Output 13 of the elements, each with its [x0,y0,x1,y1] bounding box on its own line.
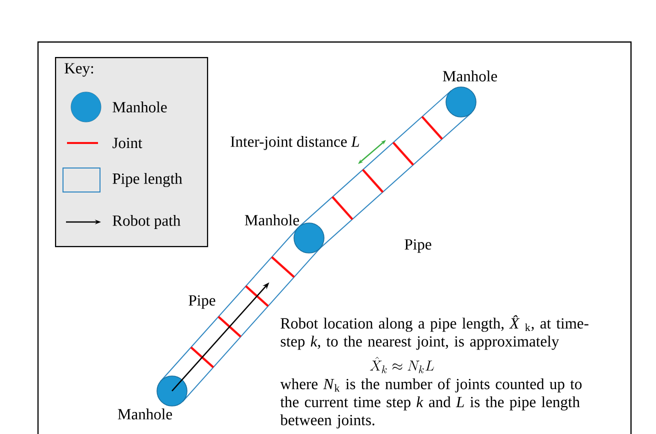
description-text: where N$_{k}$ is the number of joints counted up to the current time step k and L is the pipe length between joints. [280,378,582,428]
manhole-label: Manhole [118,408,172,420]
pipe-label: Pipe [188,295,216,309]
legend-label: Joint [112,138,142,148]
legend-label: Robot path [112,214,180,230]
legend-label: Manhole [112,102,167,112]
dimension-label: Inter-joint distance L [230,136,360,150]
description-text: Robot location along a pipe length, X̂$_{k}$, at time-step k, to the nearest joint, is approximately [280,315,588,350]
manhole-label: Manhole [244,214,299,226]
manhole-label: Manhole [442,70,498,82]
pipe-label: Pipe [404,239,432,253]
legend-label: Pipe length [112,172,182,188]
formula: $\hat{X}_k \approx N_k L$ [370,356,434,374]
